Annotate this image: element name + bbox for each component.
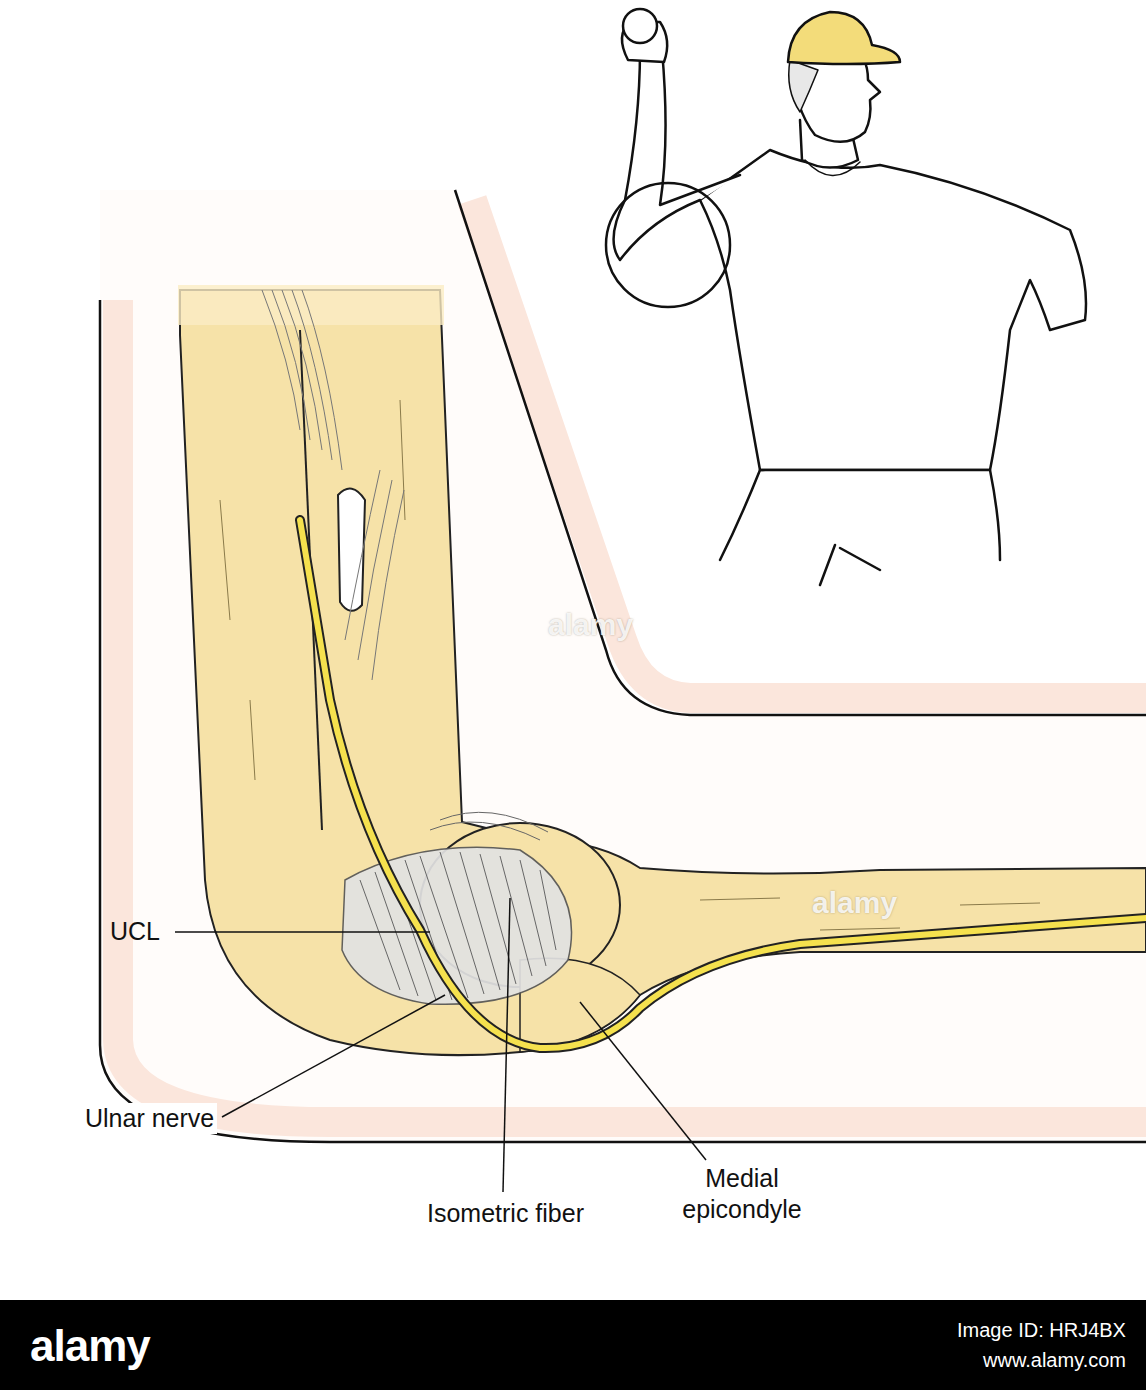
ulnar-nerve-outline	[300, 520, 1146, 1048]
part-label: Medial epicondyle	[662, 1163, 822, 1226]
watermark-logo: alamy	[30, 1318, 150, 1373]
pitcher-collar	[805, 160, 860, 176]
bone-fade	[178, 285, 444, 325]
part-label: Isometric fiber	[427, 1198, 584, 1229]
source-url: www.alamy.com	[983, 1348, 1126, 1373]
pitcher-arm	[614, 50, 740, 260]
elbow-highlight-circle	[606, 183, 730, 307]
pitcher-hair	[789, 60, 818, 112]
bottom-bar	[0, 1300, 1146, 1390]
pitcher-pants	[720, 470, 1000, 585]
watermark: alamy	[548, 606, 633, 644]
leader-line	[175, 898, 706, 1192]
watermark: alamy	[812, 884, 897, 922]
bone-texture	[220, 400, 1040, 930]
part-label: UCL	[110, 916, 160, 947]
ligament-fibers	[360, 812, 556, 1000]
pitcher-shirt	[700, 150, 1086, 470]
ulnar-nerve	[300, 520, 1146, 1048]
image-id: Image ID: HRJ4BX	[957, 1318, 1126, 1343]
muscle-fibers	[262, 290, 404, 680]
baseball	[623, 9, 657, 43]
bone-window	[338, 489, 365, 611]
part-label: Ulnar nerve	[82, 1103, 217, 1134]
ligament	[342, 847, 572, 1004]
pitcher-figure	[614, 9, 1086, 585]
pitcher-cap	[788, 12, 900, 64]
